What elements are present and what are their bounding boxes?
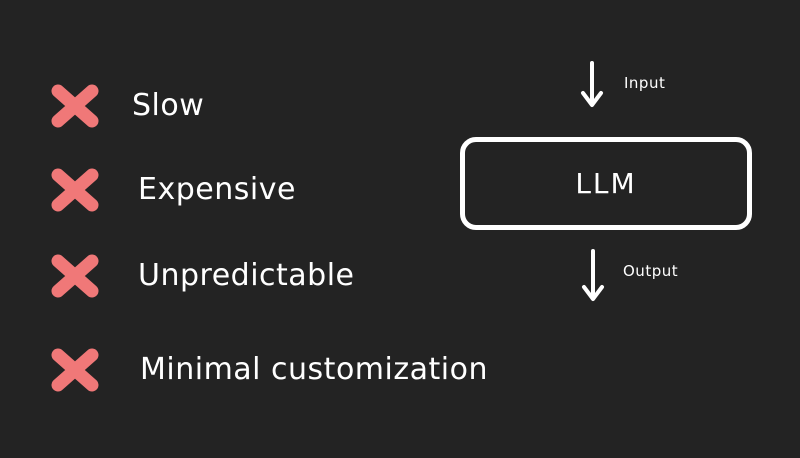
drawback-item-expensive: Expensive: [50, 160, 295, 220]
drawback-label: Slow: [132, 88, 205, 123]
output-label: Output: [623, 262, 679, 280]
llm-diagram: Input LLM Output: [440, 40, 780, 320]
output-arrow-icon: [582, 249, 604, 301]
drawback-item-minimal-customization: Minimal customization: [50, 340, 487, 400]
llm-box: LLM: [460, 137, 752, 230]
llm-label: LLM: [575, 167, 637, 200]
drawback-item-slow: Slow: [50, 76, 204, 136]
cross-icon: [51, 254, 99, 298]
drawback-label: Expensive: [138, 172, 296, 207]
input-arrow-icon: [581, 61, 603, 107]
drawback-item-unpredictable: Unpredictable: [50, 246, 354, 306]
input-label: Input: [624, 74, 666, 92]
drawback-label: Minimal customization: [140, 352, 488, 387]
cross-icon: [51, 348, 99, 392]
drawback-label: Unpredictable: [138, 258, 355, 293]
drawbacks-list: Slow Expensive Unpredictable Minimal cus…: [50, 0, 530, 458]
cross-icon: [51, 84, 99, 128]
cross-icon: [51, 168, 99, 212]
